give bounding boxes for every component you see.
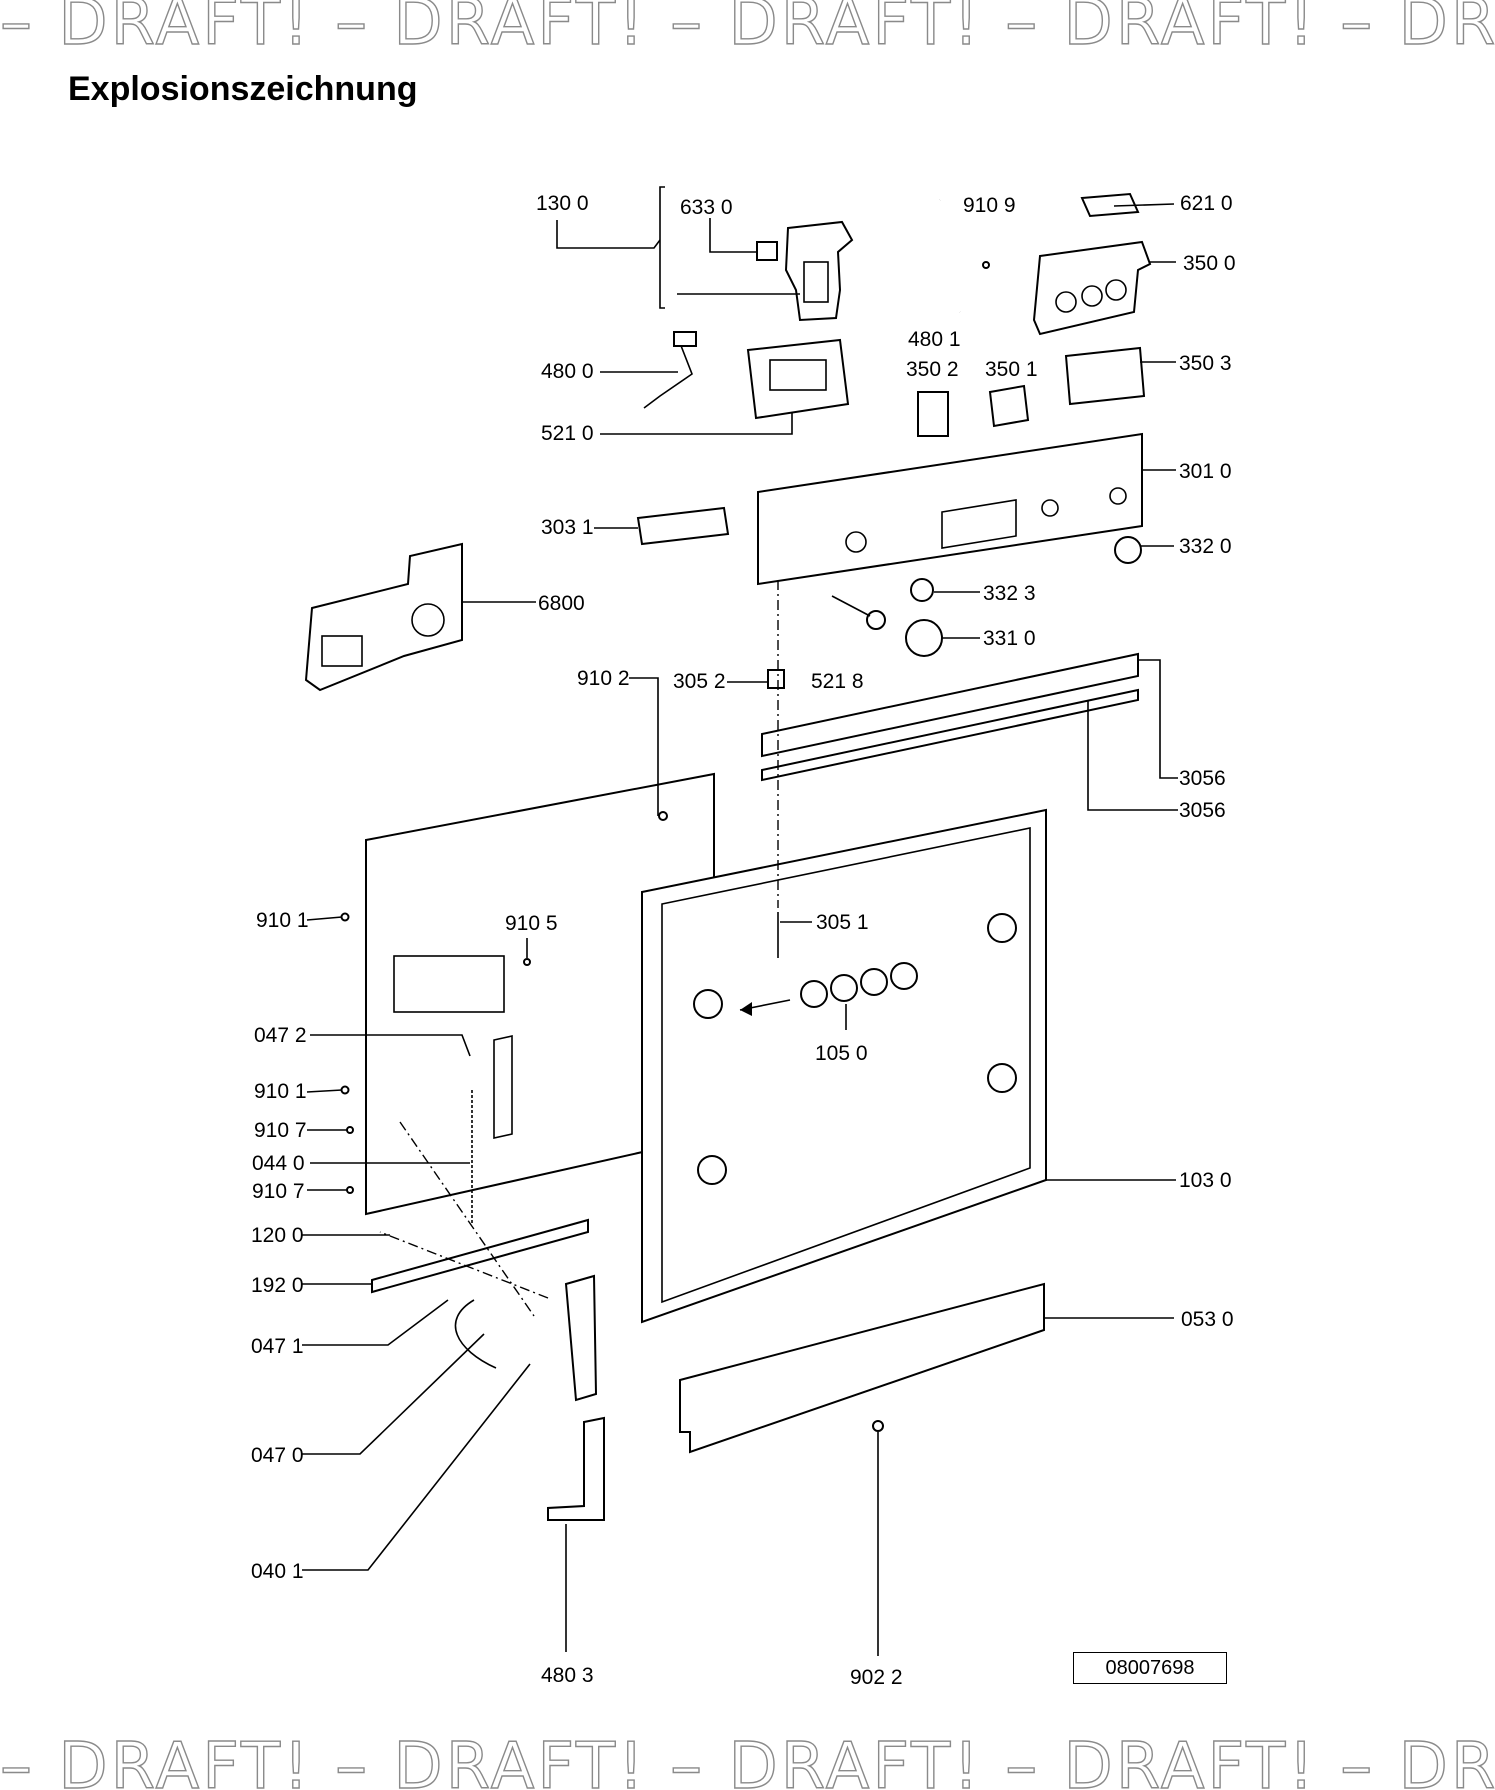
label-350-1: 350 1 xyxy=(985,358,1038,381)
label-040-1: 040 1 xyxy=(251,1560,304,1583)
part-350-3 xyxy=(1064,346,1146,406)
part-053-0 xyxy=(679,1282,1045,1454)
part-192-0 xyxy=(371,1218,589,1294)
label-910-9: 910 9 xyxy=(963,194,1016,217)
label-047-2: 047 2 xyxy=(254,1024,307,1047)
part-305-2 xyxy=(767,669,785,689)
part-480-0 xyxy=(643,337,693,409)
label-910-5: 910 5 xyxy=(505,912,558,935)
label-521-8: 521 8 xyxy=(811,670,864,693)
part-480-1 xyxy=(899,199,961,313)
part-331-0 xyxy=(905,619,943,657)
label-305-2: 305 2 xyxy=(673,670,726,693)
part-621-0 xyxy=(1080,192,1140,218)
label-910-1-b: 910 1 xyxy=(254,1080,307,1103)
label-192-0: 192 0 xyxy=(251,1274,304,1297)
label-350-0: 350 0 xyxy=(1183,252,1236,275)
label-910-2: 910 2 xyxy=(577,667,630,690)
label-680-0: 6800 xyxy=(538,592,585,615)
label-480-3: 480 3 xyxy=(541,1664,594,1687)
label-047-0: 047 0 xyxy=(251,1444,304,1467)
draft-watermark-text: – DRAFT! – DRAFT! – DRAFT! – DRAFT! – DR… xyxy=(0,0,1495,46)
part-350-0 xyxy=(1032,240,1152,336)
label-910-7-b: 910 7 xyxy=(252,1180,305,1203)
label-350-3: 350 3 xyxy=(1179,352,1232,375)
part-521-8 xyxy=(866,610,886,630)
part-301-0 xyxy=(757,432,1143,586)
label-350-2: 350 2 xyxy=(906,358,959,381)
draft-watermark-bottom: – DRAFT! – DRAFT! – DRAFT! – DRAFT! – DR… xyxy=(0,1730,1495,1790)
drawing-number-box: 08007698 xyxy=(1073,1652,1227,1684)
part-521-0 xyxy=(746,338,850,420)
part-633-0 xyxy=(756,241,778,261)
label-305-6-a: 3056 xyxy=(1179,767,1226,790)
draft-watermark-top: – DRAFT! – DRAFT! – DRAFT! – DRAFT! – DR… xyxy=(0,0,1495,46)
part-047-0 xyxy=(454,1299,497,1369)
label-301-0: 301 0 xyxy=(1179,460,1232,483)
part-332-3 xyxy=(910,578,934,602)
label-305-1: 305 1 xyxy=(816,911,869,934)
part-910-9 xyxy=(982,261,990,269)
label-120-0: 120 0 xyxy=(251,1224,304,1247)
label-480-1: 480 1 xyxy=(908,328,961,351)
label-103-0: 103 0 xyxy=(1179,1169,1232,1192)
label-621-0: 621 0 xyxy=(1180,192,1233,215)
label-044-0: 044 0 xyxy=(252,1152,305,1175)
label-332-3: 332 3 xyxy=(983,582,1036,605)
part-305-6-lower xyxy=(761,688,1139,782)
part-680-0 xyxy=(304,542,463,692)
label-053-0: 053 0 xyxy=(1181,1308,1234,1331)
label-105-0: 105 0 xyxy=(815,1042,868,1065)
part-labels: 130 0 633 0 910 9 621 0 350 0 480 0 480 … xyxy=(251,192,1236,1689)
label-521-0: 521 0 xyxy=(541,422,594,445)
part-902-2 xyxy=(872,1420,884,1432)
label-047-1: 047 1 xyxy=(251,1335,304,1358)
label-480-0: 480 0 xyxy=(541,360,594,383)
part-350-1 xyxy=(988,384,1030,428)
label-910-1-a: 910 1 xyxy=(256,909,309,932)
draft-watermark-text: – DRAFT! – DRAFT! – DRAFT! – DRAFT! – DR… xyxy=(0,1730,1495,1790)
part-303-1 xyxy=(636,506,730,546)
part-480-3 xyxy=(547,1416,605,1521)
part-305-6-upper xyxy=(761,652,1139,758)
part-103-0 xyxy=(641,808,1047,1324)
part-040-1 xyxy=(564,1274,598,1402)
label-910-7-a: 910 7 xyxy=(254,1119,307,1142)
label-331-0: 331 0 xyxy=(983,627,1036,650)
leader-lines xyxy=(302,186,1178,1656)
label-332-0: 332 0 xyxy=(1179,535,1232,558)
label-303-1: 303 1 xyxy=(541,516,594,539)
page-title: Explosionszeichnung xyxy=(68,70,418,108)
label-305-6-b: 3056 xyxy=(1179,799,1226,822)
part-105-0 xyxy=(800,980,828,1008)
label-902-2: 902 2 xyxy=(850,1666,903,1689)
parts-drawing xyxy=(304,192,1152,1521)
label-130-0: 130 0 xyxy=(536,192,589,215)
part-350-2 xyxy=(917,391,949,437)
part-130-0 xyxy=(784,220,854,322)
part-332-0 xyxy=(1114,536,1142,564)
label-633-0: 633 0 xyxy=(680,196,733,219)
